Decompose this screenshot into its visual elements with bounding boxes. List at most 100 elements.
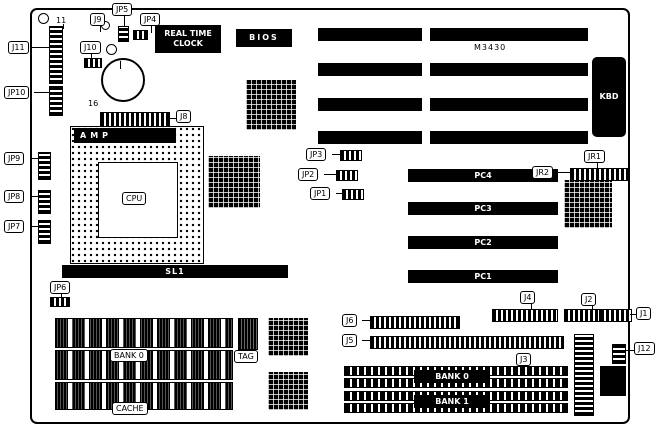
label-j4: J4 bbox=[520, 291, 536, 304]
lead-jp10 bbox=[34, 92, 49, 93]
label-j2: J2 bbox=[581, 293, 597, 306]
label-jp10: JP10 bbox=[4, 86, 30, 99]
label-j11: J11 bbox=[8, 41, 29, 54]
lead-jp3 bbox=[332, 154, 340, 155]
label-j1: J1 bbox=[636, 307, 652, 320]
isa-slot bbox=[318, 98, 422, 111]
amp-bar: AMP bbox=[74, 128, 176, 143]
label-jp5: JP5 bbox=[112, 3, 133, 16]
connector-jr bbox=[570, 168, 628, 181]
connector-j6 bbox=[370, 316, 460, 329]
label-j5: J5 bbox=[342, 334, 358, 347]
label-jp7: JP7 bbox=[4, 220, 25, 233]
connector-jp8 bbox=[38, 190, 51, 214]
isa-slot bbox=[430, 63, 588, 76]
cache-bank0-label: BANK 0 bbox=[110, 349, 148, 362]
connector-jp10 bbox=[49, 86, 63, 116]
lead-j4 bbox=[531, 304, 532, 309]
isa-slot bbox=[318, 28, 422, 41]
label-jr2: JR2 bbox=[532, 166, 554, 179]
isa-slot bbox=[430, 98, 588, 111]
lead-j8 bbox=[169, 118, 177, 119]
label-jr1: JR1 bbox=[584, 150, 606, 163]
lead-j5 bbox=[362, 340, 370, 341]
pin-grid-chip bbox=[268, 372, 308, 410]
jumper-jp2 bbox=[336, 170, 358, 181]
label-j10: J10 bbox=[80, 41, 101, 54]
pin-grid-chip bbox=[268, 318, 308, 356]
lead-jr1 bbox=[597, 163, 598, 168]
connector-j8 bbox=[100, 112, 170, 127]
lead-j2 bbox=[592, 306, 593, 309]
battery-notch bbox=[120, 61, 121, 69]
jumper-jp3 bbox=[340, 150, 362, 161]
label-j12: J12 bbox=[634, 342, 655, 355]
jumper-jp6 bbox=[50, 297, 70, 307]
label-jp2: JP2 bbox=[298, 168, 319, 181]
isa-slot bbox=[318, 63, 422, 76]
connector-j4 bbox=[492, 309, 558, 322]
tag-label: TAG bbox=[234, 350, 258, 363]
cpu-label: CPU bbox=[122, 192, 147, 205]
connector-j2 bbox=[564, 309, 600, 322]
label-j6: J6 bbox=[342, 314, 358, 327]
lead-jp9 bbox=[31, 158, 38, 159]
isa-slot bbox=[430, 131, 588, 144]
pci-slot-pc1: PC1 bbox=[408, 270, 558, 283]
label-j3: J3 bbox=[516, 353, 532, 366]
tag-chip bbox=[238, 318, 258, 350]
pin-marker-11: 11 bbox=[56, 16, 67, 25]
connector-jp7 bbox=[38, 220, 51, 244]
label-jp6: JP6 bbox=[50, 281, 71, 294]
lead-jp4 bbox=[151, 26, 152, 33]
lead-j11 bbox=[31, 47, 49, 48]
jumper-jp5-block bbox=[118, 26, 129, 42]
lead-j1 bbox=[630, 314, 636, 315]
pin-grid-chip bbox=[564, 180, 612, 228]
lead-j3 bbox=[527, 366, 528, 370]
lead-jp7 bbox=[31, 226, 38, 227]
lead-pin11 bbox=[63, 24, 64, 29]
label-j9: J9 bbox=[90, 13, 106, 26]
connector-jp9 bbox=[38, 152, 51, 180]
pci-slot-pc4: PC4 bbox=[408, 169, 558, 182]
isa-slot bbox=[430, 28, 588, 41]
lead-jr2 bbox=[558, 172, 570, 173]
simm-bank1-label: BANK 1 bbox=[414, 395, 490, 408]
lead-j9 bbox=[100, 26, 101, 32]
connector-j1 bbox=[600, 309, 632, 322]
lead-jp1 bbox=[336, 193, 342, 194]
connector-j10 bbox=[84, 58, 102, 68]
kbd-connector: KBD bbox=[592, 57, 626, 137]
label-jp8: JP8 bbox=[4, 190, 25, 203]
rtc-chip: REAL TIME CLOCK bbox=[155, 25, 221, 53]
bios-chip: BIOS bbox=[236, 29, 292, 47]
connector-j11 bbox=[49, 26, 63, 84]
lead-j12 bbox=[626, 350, 634, 351]
pin-grid-chip bbox=[246, 80, 296, 130]
voltage-regulator bbox=[600, 366, 626, 396]
connector-j12 bbox=[612, 344, 626, 364]
mounting-hole bbox=[106, 44, 117, 55]
label-jp1: JP1 bbox=[310, 187, 331, 200]
pin-grid-chip bbox=[208, 156, 260, 208]
simm-bank0-label: BANK 0 bbox=[414, 370, 490, 383]
power-connector bbox=[574, 334, 594, 416]
battery bbox=[101, 58, 145, 102]
lead-jp8 bbox=[31, 196, 38, 197]
pci-slot-pc2: PC2 bbox=[408, 236, 558, 249]
jumper-jp1 bbox=[342, 189, 364, 200]
label-jp9: JP9 bbox=[4, 152, 25, 165]
label-jp4: JP4 bbox=[140, 13, 161, 26]
lead-jp2 bbox=[324, 174, 336, 175]
board-model: M3430 bbox=[474, 43, 507, 52]
lead-j6 bbox=[362, 320, 370, 321]
lead-jp5 bbox=[124, 16, 125, 27]
cache-label: CACHE bbox=[112, 402, 148, 415]
cache-sram-row bbox=[55, 318, 233, 348]
pin-marker-16: 16 bbox=[88, 99, 99, 108]
sl1-slot: SL1 bbox=[62, 265, 288, 278]
label-jp3: JP3 bbox=[306, 148, 327, 161]
jumper-jp4-block bbox=[133, 30, 148, 40]
